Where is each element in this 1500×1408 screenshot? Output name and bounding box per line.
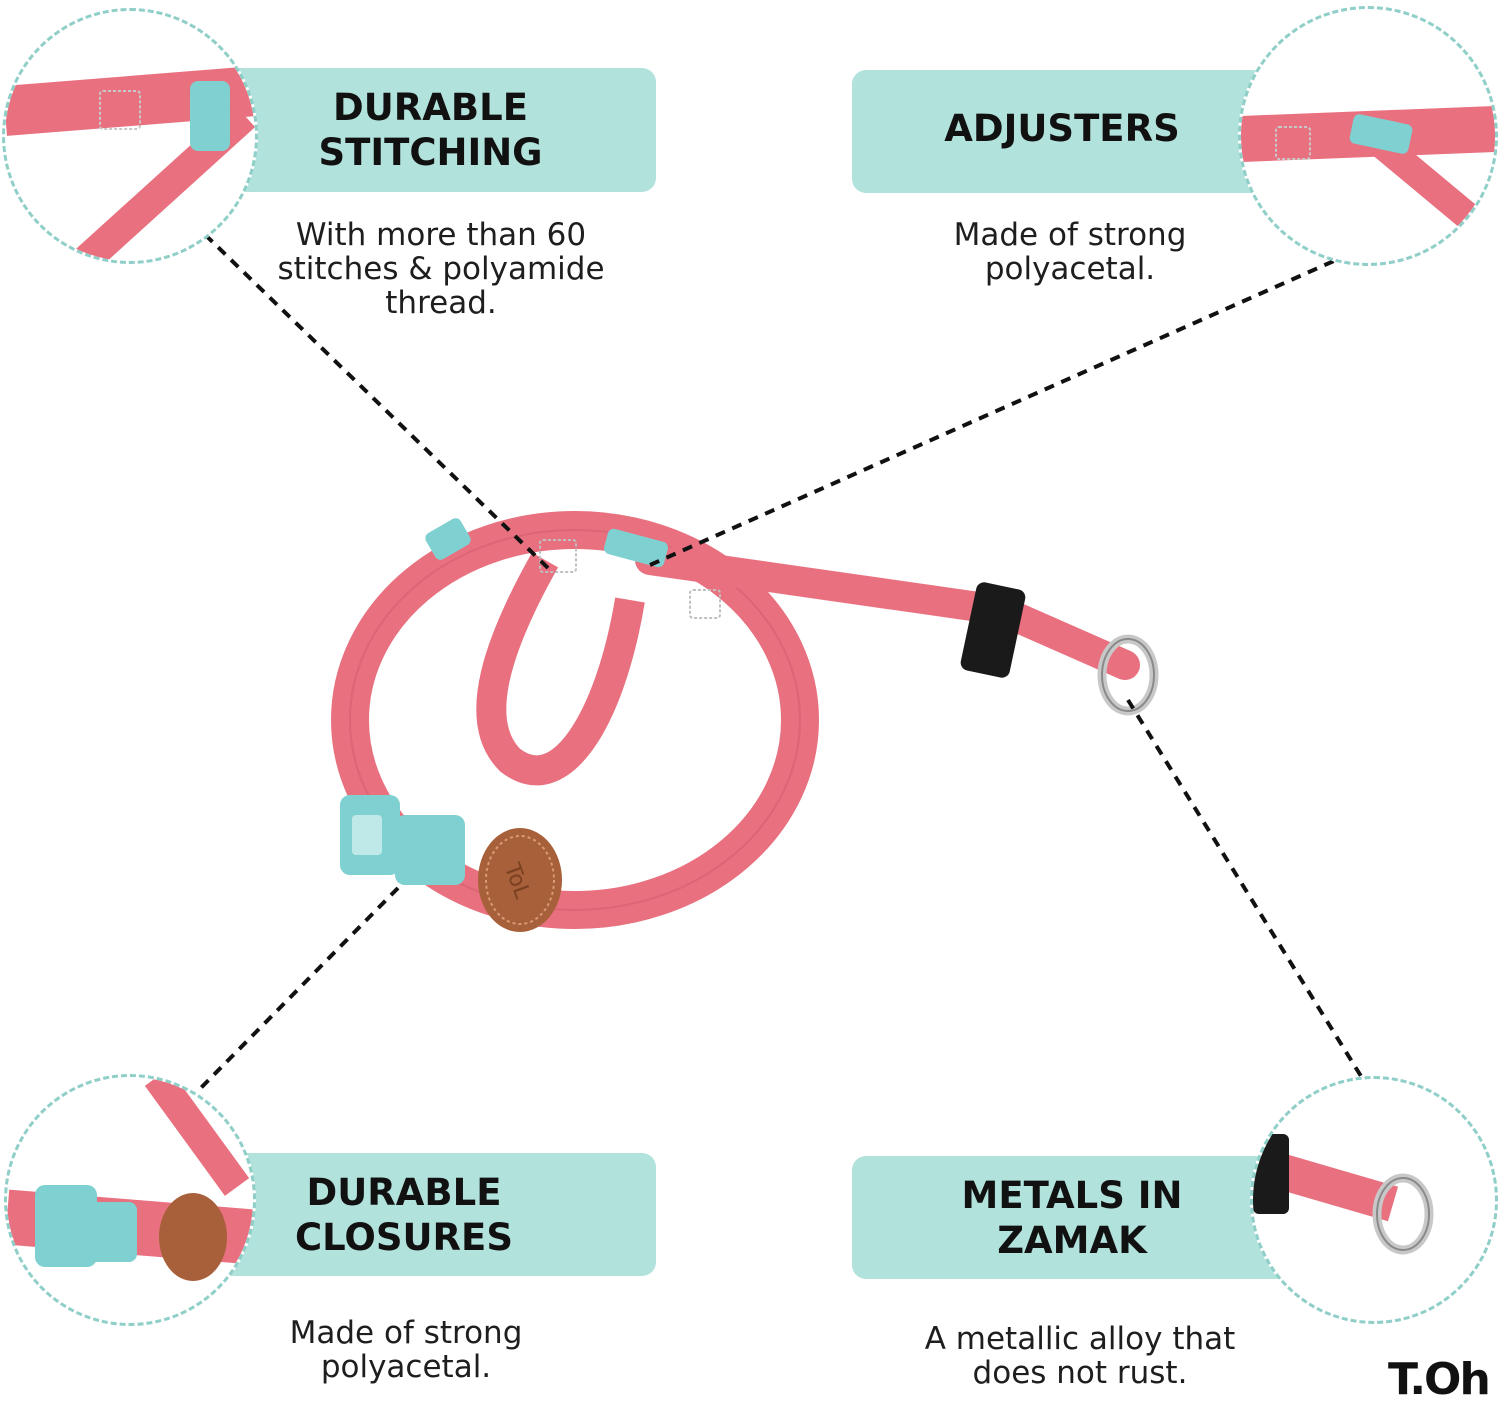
desc-line: stitches & polyamide	[277, 251, 605, 287]
title-line: DURABLE	[306, 1171, 502, 1214]
durable-closures-desc: Made of strong polyacetal.	[236, 1316, 576, 1384]
leather-tag: ToL	[478, 828, 562, 932]
center-adjuster	[604, 528, 668, 568]
desc-line: polyacetal.	[320, 1349, 492, 1385]
durable-stitching-desc: With more than 60 stitches & polyamide t…	[240, 218, 642, 320]
desc-line: does not rust.	[972, 1355, 1188, 1391]
desc-line: A metallic alloy that	[924, 1321, 1236, 1357]
left-adjuster	[425, 518, 471, 560]
metals-pill: METALS IN ZAMAK	[852, 1156, 1292, 1279]
adjusters-desc: Made of strong polyacetal.	[900, 218, 1240, 286]
adjusters-pill: ADJUSTERS	[852, 70, 1272, 193]
arrow-metals	[1126, 698, 1445, 1212]
metals-title: METALS IN ZAMAK	[852, 1173, 1292, 1263]
desc-line: thread.	[385, 285, 497, 321]
lead-strap	[635, 545, 1140, 680]
inner-loop-strap	[476, 552, 645, 786]
collar-strap	[331, 511, 819, 929]
metals-desc: A metallic alloy that does not rust.	[880, 1322, 1280, 1390]
title-line: ZAMAK	[997, 1219, 1147, 1262]
stopper	[960, 582, 1026, 678]
closures-zoom-circle	[4, 1074, 256, 1326]
stitch-patch	[689, 589, 721, 619]
arrow-stitching	[103, 136, 550, 570]
metals-zoom-circle	[1250, 1076, 1498, 1324]
desc-line: Made of strong	[289, 1315, 523, 1351]
durable-closures-title: DURABLE CLOSURES	[152, 1170, 656, 1260]
desc-line: Made of strong	[953, 217, 1187, 253]
stitching-zoom-circle	[2, 8, 258, 264]
stitch-patch	[539, 539, 577, 573]
adjusters-title: ADJUSTERS	[944, 107, 1180, 150]
adjusters-zoom-circle	[1238, 6, 1498, 266]
durable-stitching-title: DURABLE STITCHING	[205, 85, 656, 175]
side-release-buckle	[340, 795, 465, 885]
title-line: STITCHING	[318, 131, 543, 174]
durable-stitching-pill: DURABLE STITCHING	[205, 68, 656, 192]
title-line: CLOSURES	[295, 1216, 513, 1259]
arrow-adjusters	[649, 225, 1409, 567]
title-line: DURABLE	[333, 86, 528, 129]
brand-logo: T.Oh	[1388, 1354, 1491, 1405]
desc-line: polyacetal.	[984, 251, 1156, 287]
title-line: METALS IN	[961, 1174, 1183, 1217]
desc-line: With more than 60	[295, 217, 587, 253]
